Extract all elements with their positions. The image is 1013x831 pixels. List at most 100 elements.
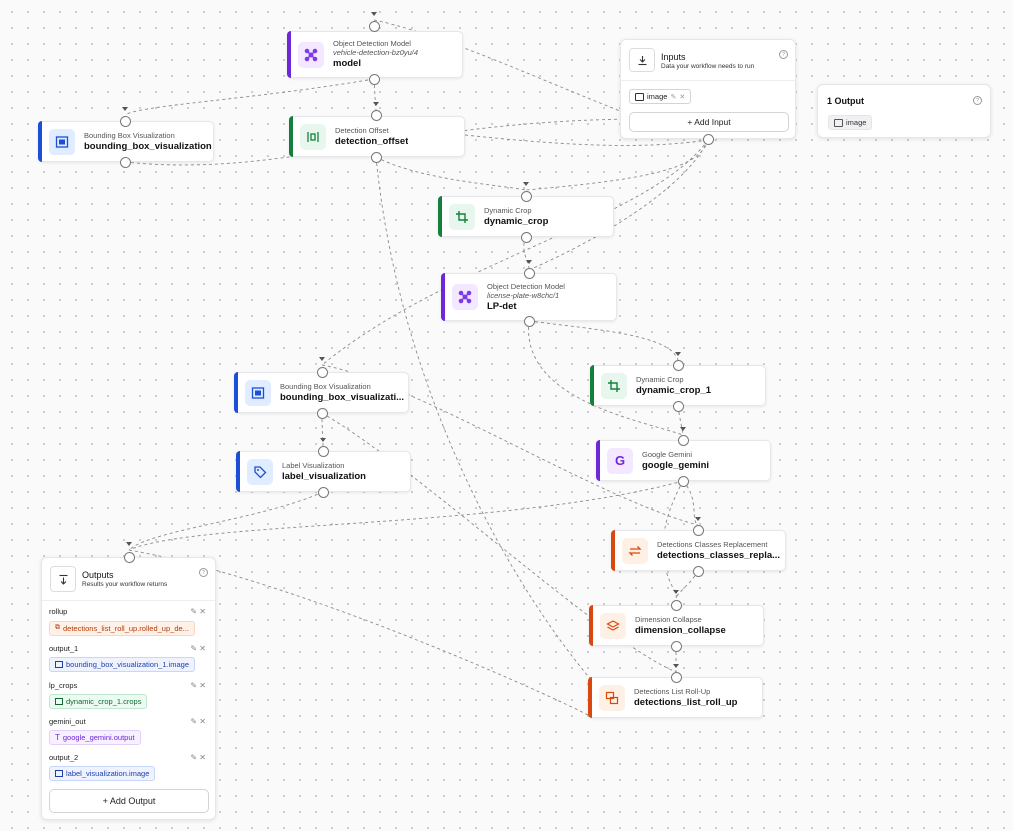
node-accent-bar (234, 372, 238, 413)
connection-port[interactable] (316, 366, 328, 378)
upload-icon (50, 566, 76, 592)
edit-icon[interactable]: ✎ (190, 753, 198, 762)
connection-port[interactable] (119, 156, 131, 168)
node-name: detections_list_roll_up (634, 696, 738, 708)
node-type-label: Google Gemini (642, 449, 693, 459)
output-key: output_2 (49, 753, 79, 762)
output-chip-image: image (828, 115, 873, 130)
connection-port[interactable] (692, 524, 704, 536)
connection-port[interactable] (670, 640, 682, 652)
node-dynamic-crop[interactable]: Dynamic Crop dynamic_crop (438, 196, 614, 237)
connection-port[interactable] (370, 151, 382, 163)
row-actions: ✎ ✕ (190, 607, 206, 616)
connection-edge (128, 491, 324, 551)
node-bounding-box-visualization[interactable]: Bounding Box Visualization bounding_box_… (38, 121, 214, 162)
add-input-button[interactable]: + Add Input (629, 112, 789, 132)
output-key: lp_crops (49, 681, 78, 690)
edit-icon[interactable]: ✎ (190, 607, 198, 616)
delete-icon[interactable]: ✕ (199, 717, 206, 726)
connection-port[interactable] (119, 115, 131, 127)
node-lp-det[interactable]: Object Detection Model license-plate-w8c… (441, 273, 617, 321)
edge-arrowhead (526, 260, 532, 264)
output-value-chip[interactable]: bounding_box_visualization_1.image (49, 657, 196, 672)
connection-port[interactable] (670, 599, 682, 611)
output-row-rollup: rollup ✎ ✕ ⧉ detections_list_roll_up.rol… (49, 607, 208, 636)
delete-icon[interactable]: ✕ (199, 607, 206, 616)
node-accent-bar (289, 116, 293, 157)
output-row-lp-crops: lp_crops ✎ ✕ dynamic_crop_1.crops (49, 681, 208, 710)
image-icon (55, 698, 63, 705)
connection-port[interactable] (523, 267, 535, 279)
row-actions: ✎ ✕ (190, 753, 206, 762)
node-name: LP-det (487, 300, 517, 312)
bbox-icon (245, 379, 271, 406)
node-accent-bar (38, 121, 42, 162)
node-dynamic-crop-1[interactable]: Dynamic Crop dynamic_crop_1 (590, 365, 766, 406)
node-detection-offset[interactable]: Detection Offset detection_offset (289, 116, 465, 157)
output-value-chip[interactable]: dynamic_crop_1.crops (49, 694, 148, 709)
delete-icon[interactable]: ✕ (199, 644, 206, 653)
connection-port[interactable] (520, 190, 532, 202)
connection-port[interactable] (317, 445, 329, 457)
help-icon[interactable]: ? (779, 50, 788, 59)
edge-arrowhead (319, 357, 325, 361)
connection-port[interactable] (368, 73, 380, 85)
add-output-button[interactable]: + Add Output (49, 789, 209, 813)
edit-icon[interactable]: ✎ (190, 717, 198, 726)
node-google-gemini[interactable]: G Google Gemini google_gemini (596, 440, 771, 481)
connection-port[interactable] (370, 109, 382, 121)
node-name: google_gemini (642, 459, 710, 471)
crop-icon (449, 203, 475, 230)
node-bounding-box-visualization-1[interactable]: Bounding Box Visualization bounding_box_… (234, 372, 409, 413)
node-accent-bar (611, 530, 615, 571)
connection-port[interactable] (677, 475, 689, 487)
outputs-panel[interactable]: Outputs Results your workflow returns ? … (41, 557, 216, 820)
output-value-chip[interactable]: T google_gemini.output (49, 730, 141, 745)
row-actions: ✎ ✕ (190, 681, 206, 690)
connection-port[interactable] (523, 315, 535, 327)
delete-icon[interactable]: ✕ (199, 753, 206, 762)
output-count-title: 1 Output (827, 96, 864, 106)
edit-icon[interactable]: ✎ (190, 644, 198, 653)
connection-port[interactable] (316, 407, 328, 419)
node-accent-bar (596, 440, 600, 481)
input-chip-image[interactable]: image ✎ ✕ (629, 89, 692, 104)
connection-port[interactable] (672, 359, 684, 371)
connection-port[interactable] (672, 400, 684, 412)
node-model[interactable]: Object Detection Model vehicle-detection… (287, 31, 463, 78)
output-summary-panel[interactable]: 1 Output ? image (817, 84, 991, 138)
connection-port[interactable] (520, 231, 532, 243)
node-name: detections_classes_repla... (657, 549, 781, 561)
connection-port[interactable] (317, 486, 329, 498)
node-name: label_visualization (282, 470, 366, 482)
edit-icon[interactable]: ✎ (670, 93, 677, 101)
edge-arrowhead (680, 427, 686, 431)
close-icon[interactable]: ✕ (679, 93, 686, 101)
connection-port[interactable] (670, 671, 682, 683)
inputs-panel[interactable]: Inputs Data your workflow needs to run ?… (620, 39, 796, 139)
node-detections-classes-replacement[interactable]: Detections Classes Replacement detection… (611, 530, 786, 571)
help-icon[interactable]: ? (973, 96, 982, 105)
delete-icon[interactable]: ✕ (199, 681, 206, 690)
edge-arrowhead (675, 352, 681, 356)
connection-port[interactable] (702, 133, 714, 145)
help-icon[interactable]: ? (199, 568, 208, 577)
node-detections-list-roll-up[interactable]: Detections List Roll-Up detections_list_… (588, 677, 763, 718)
connection-port[interactable] (123, 551, 135, 563)
node-type-label: Label Visualization (282, 460, 345, 470)
node-accent-bar (438, 196, 442, 237)
node-label-visualization[interactable]: Label Visualization label_visualization (236, 451, 411, 492)
connection-port[interactable] (677, 434, 689, 446)
rollup-icon (599, 684, 625, 711)
text-icon: T (55, 733, 60, 742)
bbox-icon (49, 128, 75, 155)
connection-port[interactable] (368, 20, 380, 32)
output-value-chip[interactable]: ⧉ detections_list_roll_up.rolled_up_de..… (49, 620, 195, 636)
output-value-chip[interactable]: label_visualization.image (49, 766, 156, 781)
connection-port[interactable] (692, 565, 704, 577)
model-graph-icon (452, 284, 478, 310)
image-icon (635, 92, 644, 101)
edit-icon[interactable]: ✎ (190, 681, 198, 690)
output-key: output_1 (49, 644, 79, 653)
node-dimension-collapse[interactable]: Dimension Collapse dimension_collapse (589, 605, 764, 646)
